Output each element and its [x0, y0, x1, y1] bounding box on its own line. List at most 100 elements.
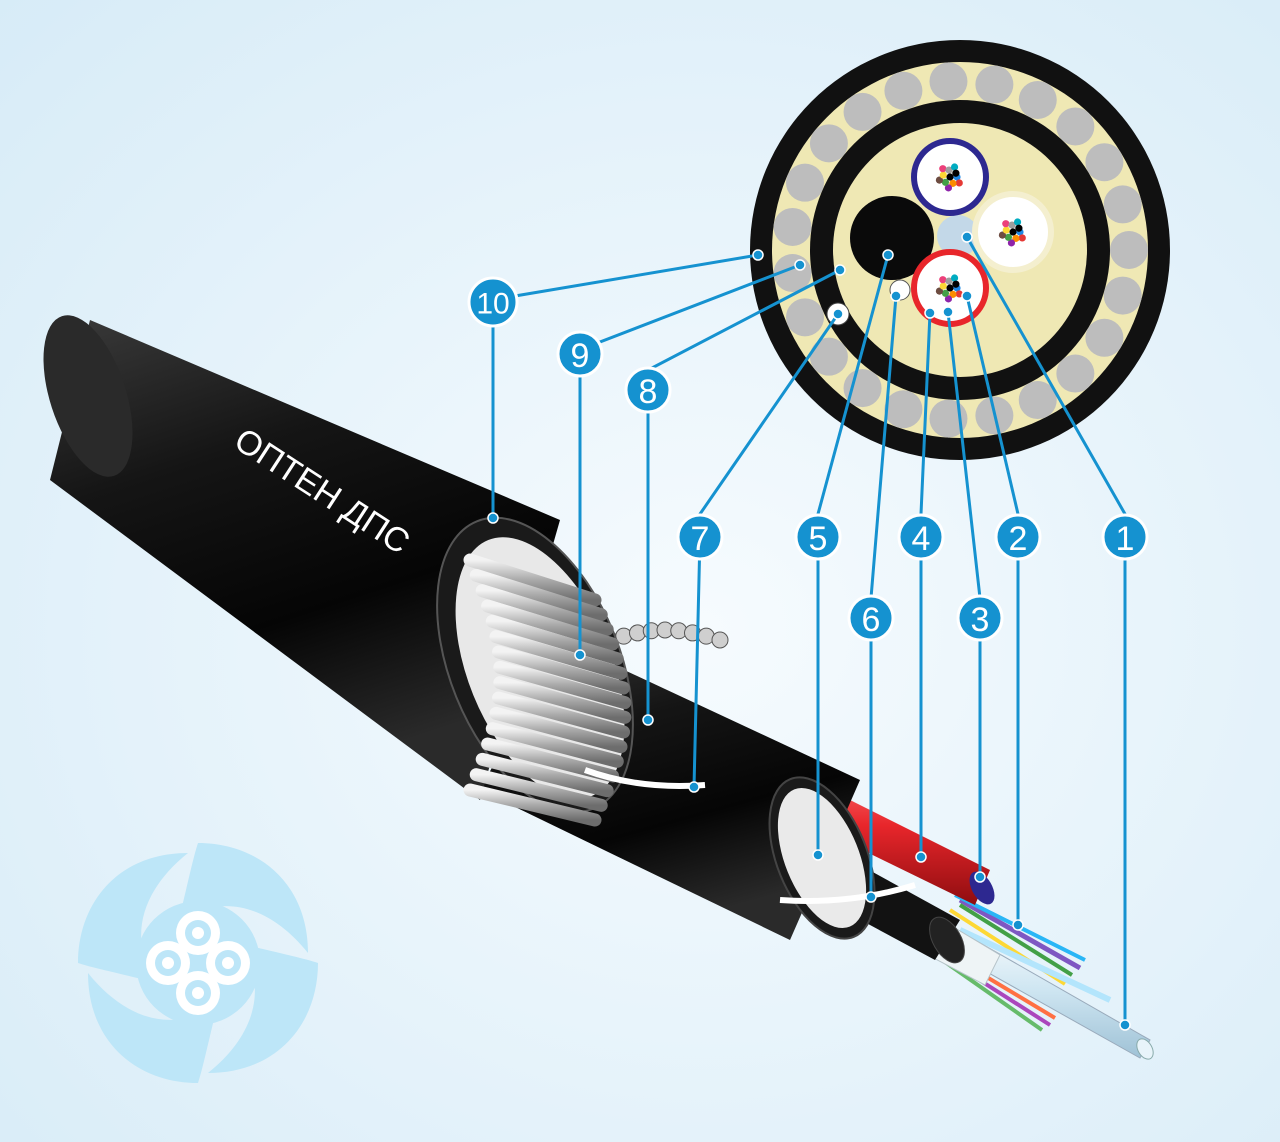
callout-9: 9	[556, 330, 604, 378]
callout-10: 10	[467, 276, 519, 328]
optical-fiber	[949, 179, 957, 187]
logo-icon	[78, 843, 318, 1083]
optical-fiber	[939, 165, 947, 173]
optical-fiber	[1008, 221, 1016, 229]
armor-wire-strand	[485, 722, 624, 768]
optical-fiber	[946, 284, 954, 292]
optical-fiber	[1009, 228, 1017, 236]
optical-fiber	[950, 163, 959, 171]
optical-fiber	[939, 171, 947, 179]
callout-7: 7	[676, 513, 724, 561]
armor-wire	[1110, 231, 1148, 269]
optical-fiber	[955, 290, 963, 298]
armor-wire-strand	[475, 584, 614, 636]
binder-thread-6	[779, 882, 916, 904]
armor-wire	[809, 337, 848, 376]
leader-dot	[890, 290, 902, 302]
optical-fiber	[998, 231, 1007, 239]
leader-dot	[832, 308, 844, 320]
outer-sheath	[50, 320, 560, 800]
armor-wire	[884, 390, 923, 429]
sheath-back-end	[43, 315, 133, 477]
armor-wire-strand	[463, 783, 602, 827]
svg-text:10: 10	[476, 288, 509, 321]
armor-wire	[929, 62, 968, 101]
armor-wire	[1018, 381, 1057, 420]
callout-5: 5	[794, 513, 842, 561]
callout-8: 8	[624, 366, 672, 414]
armor-wire	[975, 65, 1014, 104]
leader-dot	[974, 871, 986, 883]
armor-wire-strand	[485, 614, 624, 666]
optical-fiber	[1013, 218, 1022, 226]
leader-dot	[487, 512, 499, 524]
optical-fiber	[952, 280, 960, 288]
armor-wire	[1085, 143, 1124, 182]
optical-fiber	[945, 166, 953, 174]
armor-wires	[773, 62, 1148, 438]
optical-fiber	[935, 287, 944, 295]
leader-dot	[942, 306, 954, 318]
armor-wire	[809, 124, 848, 163]
armor-wire	[1085, 318, 1124, 357]
leader-dot	[574, 649, 586, 661]
optical-fiber	[1002, 220, 1010, 228]
optical-fiber	[955, 179, 963, 187]
leader-dot	[1119, 1019, 1131, 1031]
leader-dot	[812, 849, 824, 861]
armor-wire	[1103, 276, 1142, 315]
central-black-element	[850, 196, 934, 280]
armor-wire-strand	[463, 553, 602, 607]
callout-3: 3	[956, 594, 1004, 642]
leader-dot	[882, 249, 894, 261]
svg-text:5: 5	[809, 520, 828, 558]
optical-fiber	[1018, 234, 1026, 242]
callout-leader-dots	[487, 231, 1131, 1031]
leader-dot	[961, 231, 973, 243]
svg-text:9: 9	[571, 337, 590, 375]
armor-wire-strand	[492, 645, 631, 695]
optical-fiber	[952, 169, 960, 177]
leader-dot	[834, 264, 846, 276]
armor-wire-end	[711, 631, 729, 649]
optical-fiber	[935, 176, 944, 184]
leader-dot	[688, 781, 700, 793]
armor-wire	[843, 92, 882, 131]
svg-text:1: 1	[1116, 520, 1135, 558]
armor-wire-strand	[493, 660, 632, 710]
callout-badges: 1 2 3 4 5 6 7 8 9 10	[467, 276, 1149, 642]
svg-text:6: 6	[862, 601, 881, 639]
leader-dot	[924, 307, 936, 319]
fiber-bundles	[935, 163, 1026, 303]
armor-wire-strand	[493, 676, 632, 724]
armor-wire	[1056, 107, 1095, 146]
optical-fiber	[939, 282, 947, 290]
leader-dot	[865, 891, 877, 903]
armor-wire	[843, 369, 882, 408]
optical-fiber	[1004, 233, 1013, 241]
armor-wire-strand	[489, 706, 628, 754]
svg-text:3: 3	[971, 601, 990, 639]
cable-body: ОПТЕН ДПС	[43, 315, 1154, 1060]
armor-wire-strand	[481, 599, 620, 651]
optical-fiber	[944, 184, 953, 192]
leader-dot	[642, 714, 654, 726]
armor-wire-strand	[489, 630, 628, 680]
svg-text:7: 7	[691, 520, 710, 558]
leader-dot	[794, 259, 806, 271]
optical-fiber	[950, 274, 959, 282]
callout-2: 2	[994, 513, 1042, 561]
leader-dot	[915, 851, 927, 863]
callout-4: 4	[897, 513, 945, 561]
svg-text:2: 2	[1009, 520, 1028, 558]
optical-fiber	[1012, 234, 1020, 242]
armor-wire	[773, 207, 812, 246]
optical-fiber	[949, 290, 957, 298]
leader-dot	[752, 249, 764, 261]
svg-text:4: 4	[912, 520, 931, 558]
armor-wire	[1056, 354, 1095, 393]
svg-text:8: 8	[639, 373, 658, 411]
optical-fiber	[1002, 226, 1010, 234]
leader-dot	[961, 290, 973, 302]
